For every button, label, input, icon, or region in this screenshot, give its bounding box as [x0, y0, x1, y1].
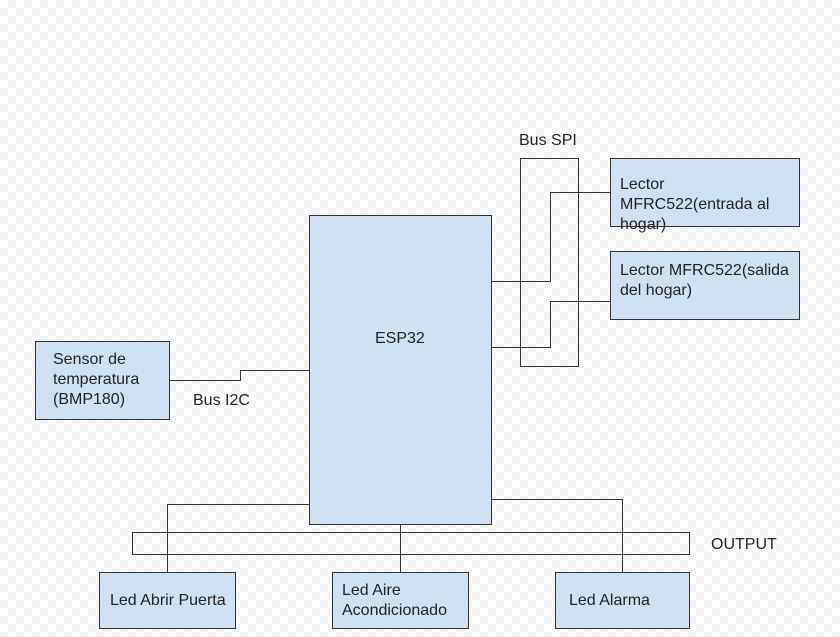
wire-led-puerta: [167, 504, 310, 572]
led-open-door-box: Led Abrir Puerta: [99, 572, 236, 629]
output-bus-label: OUTPUT: [711, 536, 777, 553]
esp32-box: ESP32: [309, 215, 492, 525]
spi-wire-bottom: [492, 301, 611, 348]
led-air-conditioning-label: Led Aire Acondicionado: [342, 582, 447, 619]
i2c-wire: [170, 370, 310, 381]
temperature-sensor-box: Sensor de temperatura (BMP180): [35, 341, 170, 420]
led-alarm-label: Led Alarma: [569, 592, 650, 609]
rfid-reader-exit-label: Lector MFRC522(salida del hogar): [620, 262, 789, 299]
output-bus-bar: [132, 532, 690, 555]
spi-wire-top: [492, 192, 611, 282]
led-air-conditioning-box: Led Aire Acondicionado: [332, 572, 469, 629]
wire-led-alarma: [492, 499, 623, 572]
esp32-label: ESP32: [375, 330, 425, 347]
rfid-reader-entry-box: Lector MFRC522(entrada al hogar): [610, 158, 800, 233]
led-open-door-label: Led Abrir Puerta: [110, 592, 226, 609]
rfid-reader-entry-label: Lector MFRC522(entrada al hogar): [620, 176, 770, 233]
spi-bus-frame: [520, 158, 579, 367]
led-alarm-box: Led Alarma: [555, 572, 690, 629]
i2c-bus-label: Bus I2C: [193, 392, 250, 409]
rfid-reader-exit-box: Lector MFRC522(salida del hogar): [610, 251, 800, 320]
spi-bus-label: Bus SPI: [519, 132, 577, 149]
temperature-sensor-label: Sensor de temperatura (BMP180): [53, 351, 140, 408]
